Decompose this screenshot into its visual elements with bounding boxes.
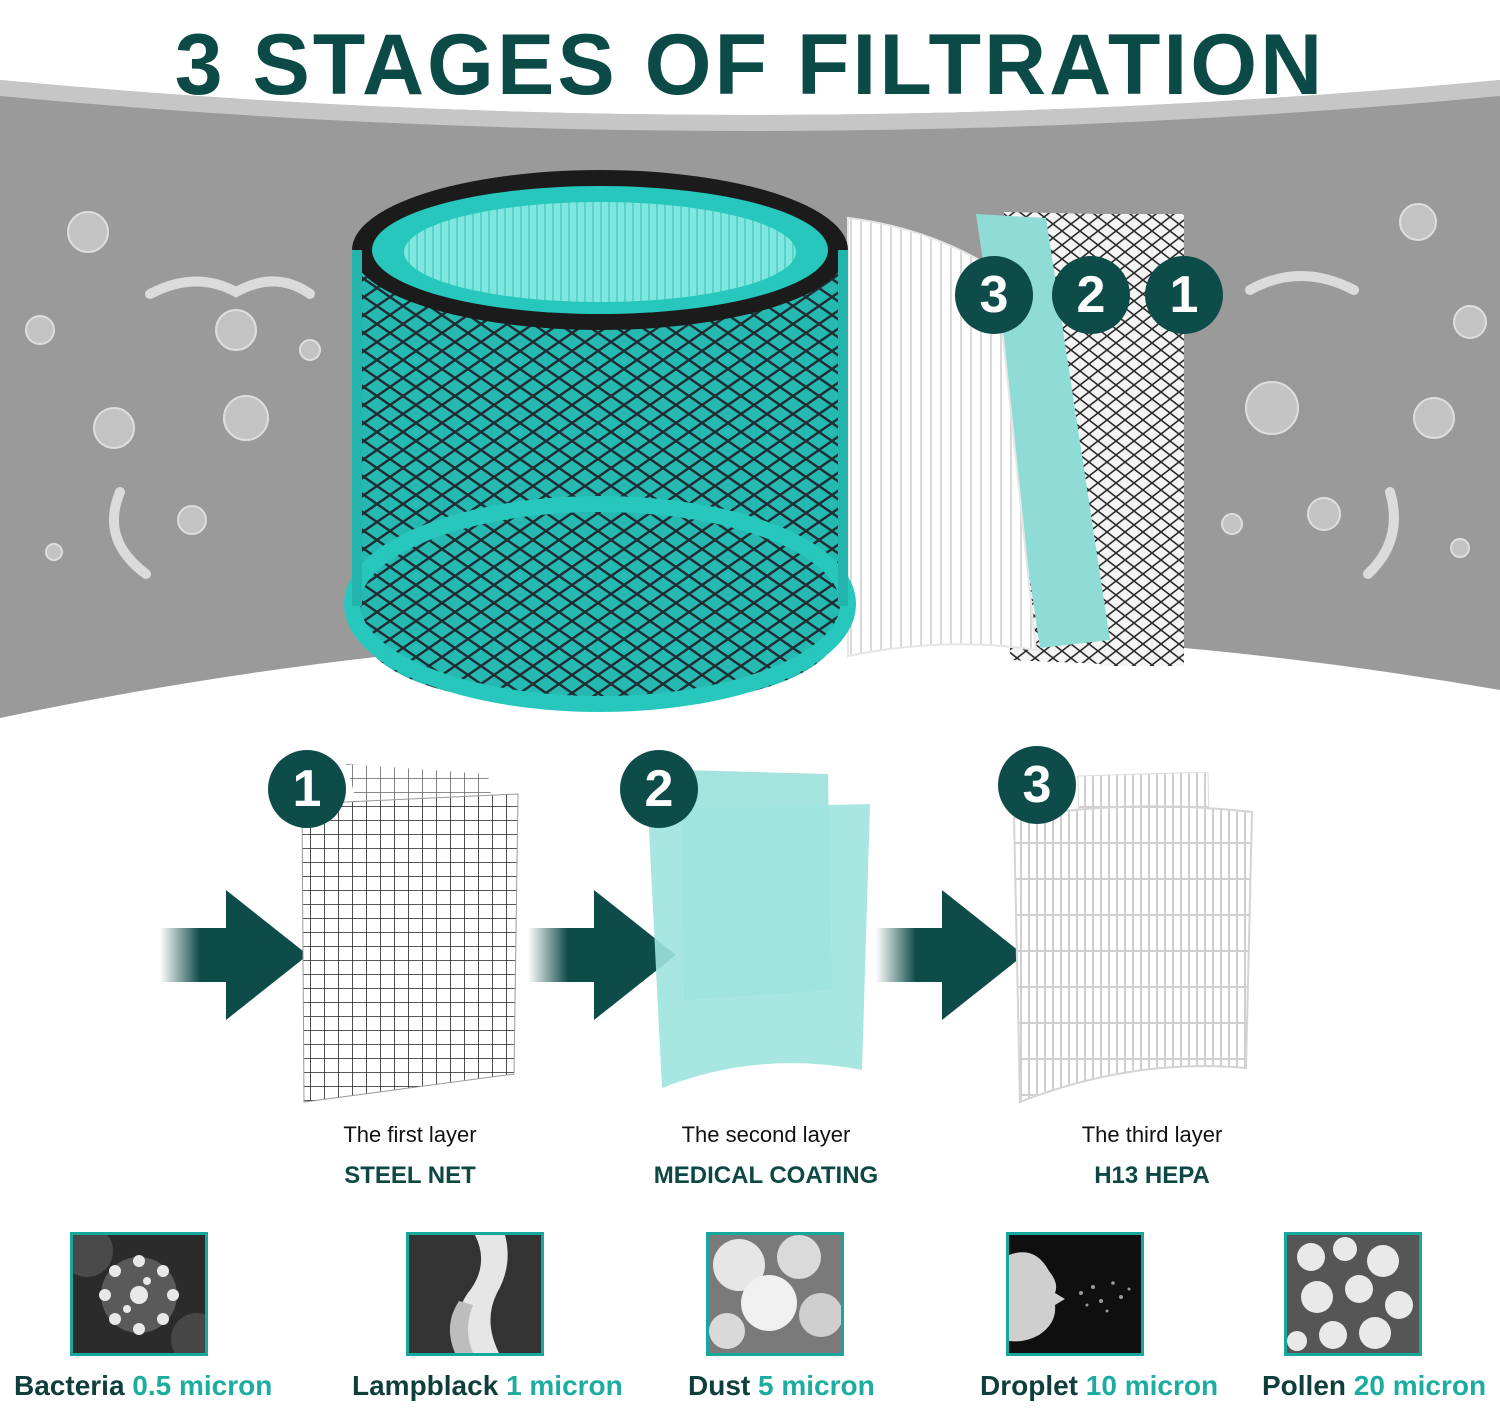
stage-label-2: The second layer MEDICAL COATING (586, 1122, 946, 1190)
hepa-pleated-sheet (1012, 772, 1254, 1104)
arrow-right-icon (160, 890, 308, 1020)
pollen-icon (1284, 1232, 1422, 1356)
hero-illustration (0, 80, 1500, 718)
particle-size: 0.5 micron (132, 1370, 273, 1401)
particle-name: Bacteria (14, 1370, 125, 1401)
hero-badge-2: 2 (1052, 256, 1130, 334)
stage-name-text: STEEL NET (344, 1162, 476, 1189)
stage-label-3: The third layer H13 HEPA (972, 1122, 1332, 1190)
medical-coating-sheet (648, 770, 870, 1088)
particle-name: Droplet (980, 1370, 1078, 1401)
stage-name-text: MEDICAL COATING (653, 1162, 879, 1189)
particle-label-lampblack: Lampblack 1 micron (352, 1370, 623, 1402)
dust-icon (706, 1232, 844, 1356)
stage-name-text: H13 HEPA (1094, 1162, 1210, 1189)
stage-layer-text: The third layer (1081, 1122, 1223, 1147)
arrow-right-icon (876, 890, 1024, 1020)
particle-label-bacteria: Bacteria 0.5 micron (14, 1370, 272, 1402)
stage-label-1: The first layer STEEL NET (230, 1122, 590, 1190)
particle-label-pollen: Pollen 20 micron (1262, 1370, 1486, 1402)
smoke-icon (406, 1232, 544, 1356)
particle-name: Lampblack (352, 1370, 499, 1401)
stage-badge-3: 3 (998, 746, 1076, 824)
particle-size: 5 micron (758, 1370, 875, 1401)
particle-label-droplet: Droplet 10 micron (980, 1370, 1218, 1402)
particle-name: Pollen (1262, 1370, 1347, 1401)
page-title: 3 STAGES OF FILTRATION (174, 17, 1326, 113)
stage-layer-text: The second layer (681, 1122, 851, 1147)
arrow-right-icon (528, 890, 676, 1020)
bacteria-icon (70, 1232, 208, 1356)
stage-badge-2: 2 (620, 750, 698, 828)
hero-badge-1: 1 (1145, 256, 1223, 334)
steel-net-sheet (301, 764, 519, 1103)
droplet-icon (1006, 1232, 1144, 1356)
particle-name: Dust (688, 1370, 751, 1401)
particle-size: 1 micron (506, 1370, 623, 1401)
stage-badge-1: 1 (268, 750, 346, 828)
stage-layer-text: The first layer (343, 1122, 477, 1147)
particle-label-dust: Dust 5 micron (688, 1370, 875, 1402)
particle-size: 10 micron (1085, 1370, 1219, 1401)
particle-size: 20 micron (1353, 1370, 1487, 1401)
hero-badge-3: 3 (955, 256, 1033, 334)
